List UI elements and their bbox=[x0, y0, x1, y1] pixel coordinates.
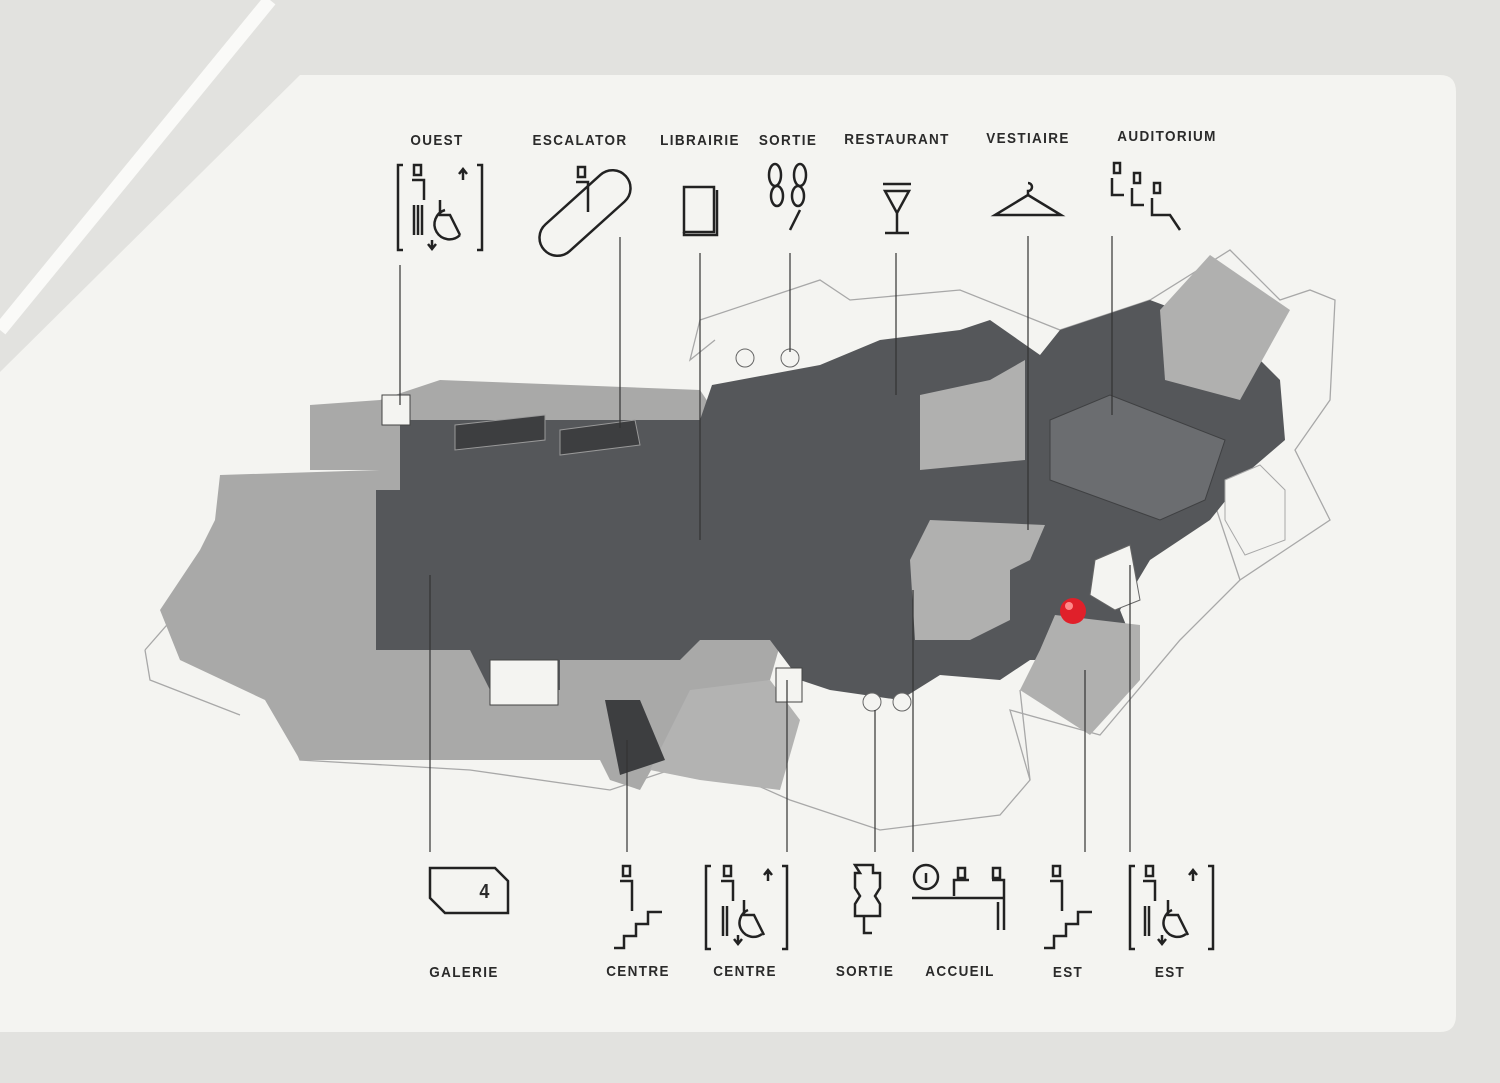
label-accueil: ACCUEIL bbox=[925, 963, 995, 980]
coat-hanger-icon bbox=[990, 181, 1066, 217]
vestiaire-block bbox=[910, 520, 1045, 640]
elevator-icon bbox=[396, 163, 484, 252]
auditorium-tower bbox=[1160, 255, 1290, 400]
elevator-icon bbox=[1128, 864, 1215, 951]
stairs-icon bbox=[1044, 864, 1092, 950]
book-icon bbox=[682, 185, 719, 237]
stair-centre bbox=[605, 700, 665, 775]
wine-glass-icon bbox=[882, 182, 912, 235]
flower-icon bbox=[767, 162, 808, 231]
label-centre-stairs: CENTRE bbox=[606, 963, 670, 980]
gallery-entrance-box bbox=[489, 659, 559, 706]
elevator-centre-box bbox=[775, 667, 803, 703]
leader-lines bbox=[399, 236, 1131, 852]
label-est-elevator: EST bbox=[1154, 964, 1186, 981]
auditorium-seats-icon bbox=[1110, 161, 1182, 231]
label-galerie: GALERIE bbox=[429, 964, 499, 981]
label-ouest: OUEST bbox=[410, 132, 464, 149]
elevator-est-box bbox=[1089, 544, 1141, 611]
label-sortie-bottom: SORTIE bbox=[835, 963, 895, 980]
escalator-icon bbox=[538, 165, 632, 258]
label-vestiaire: VESTIAIRE bbox=[986, 130, 1070, 147]
floor-west-light-2 bbox=[310, 400, 380, 470]
label-librairie: LIBRAIRIE bbox=[660, 132, 740, 149]
annex-block bbox=[1224, 464, 1286, 556]
doors bbox=[735, 348, 912, 712]
escalators bbox=[454, 414, 641, 456]
elevator-icon bbox=[704, 864, 789, 951]
stair-est-block bbox=[1020, 615, 1140, 735]
tree-icon bbox=[852, 863, 882, 935]
auditorium-seating bbox=[1049, 394, 1226, 521]
floor-south-light bbox=[650, 680, 800, 790]
floor-central-dark bbox=[376, 300, 1285, 700]
stairs-icon bbox=[614, 864, 662, 950]
wall-bevel bbox=[0, 0, 276, 335]
you-are-here-marker bbox=[1060, 598, 1086, 624]
restaurant-block bbox=[920, 360, 1025, 470]
label-auditorium: AUDITORIUM bbox=[1117, 128, 1217, 145]
gallery-number: 4 bbox=[479, 881, 491, 903]
gallery-icon bbox=[428, 866, 510, 915]
label-escalator: ESCALATOR bbox=[532, 132, 628, 149]
label-centre-elevator: CENTRE bbox=[713, 963, 777, 980]
information-desk-icon bbox=[912, 863, 1006, 930]
marker-highlight bbox=[1065, 602, 1073, 610]
label-restaurant: RESTAURANT bbox=[844, 131, 950, 148]
building-outline bbox=[144, 249, 1336, 831]
elevator-ouest-box bbox=[381, 394, 411, 426]
label-sortie-top: SORTIE bbox=[758, 132, 818, 149]
label-est-stairs: EST bbox=[1052, 964, 1084, 981]
